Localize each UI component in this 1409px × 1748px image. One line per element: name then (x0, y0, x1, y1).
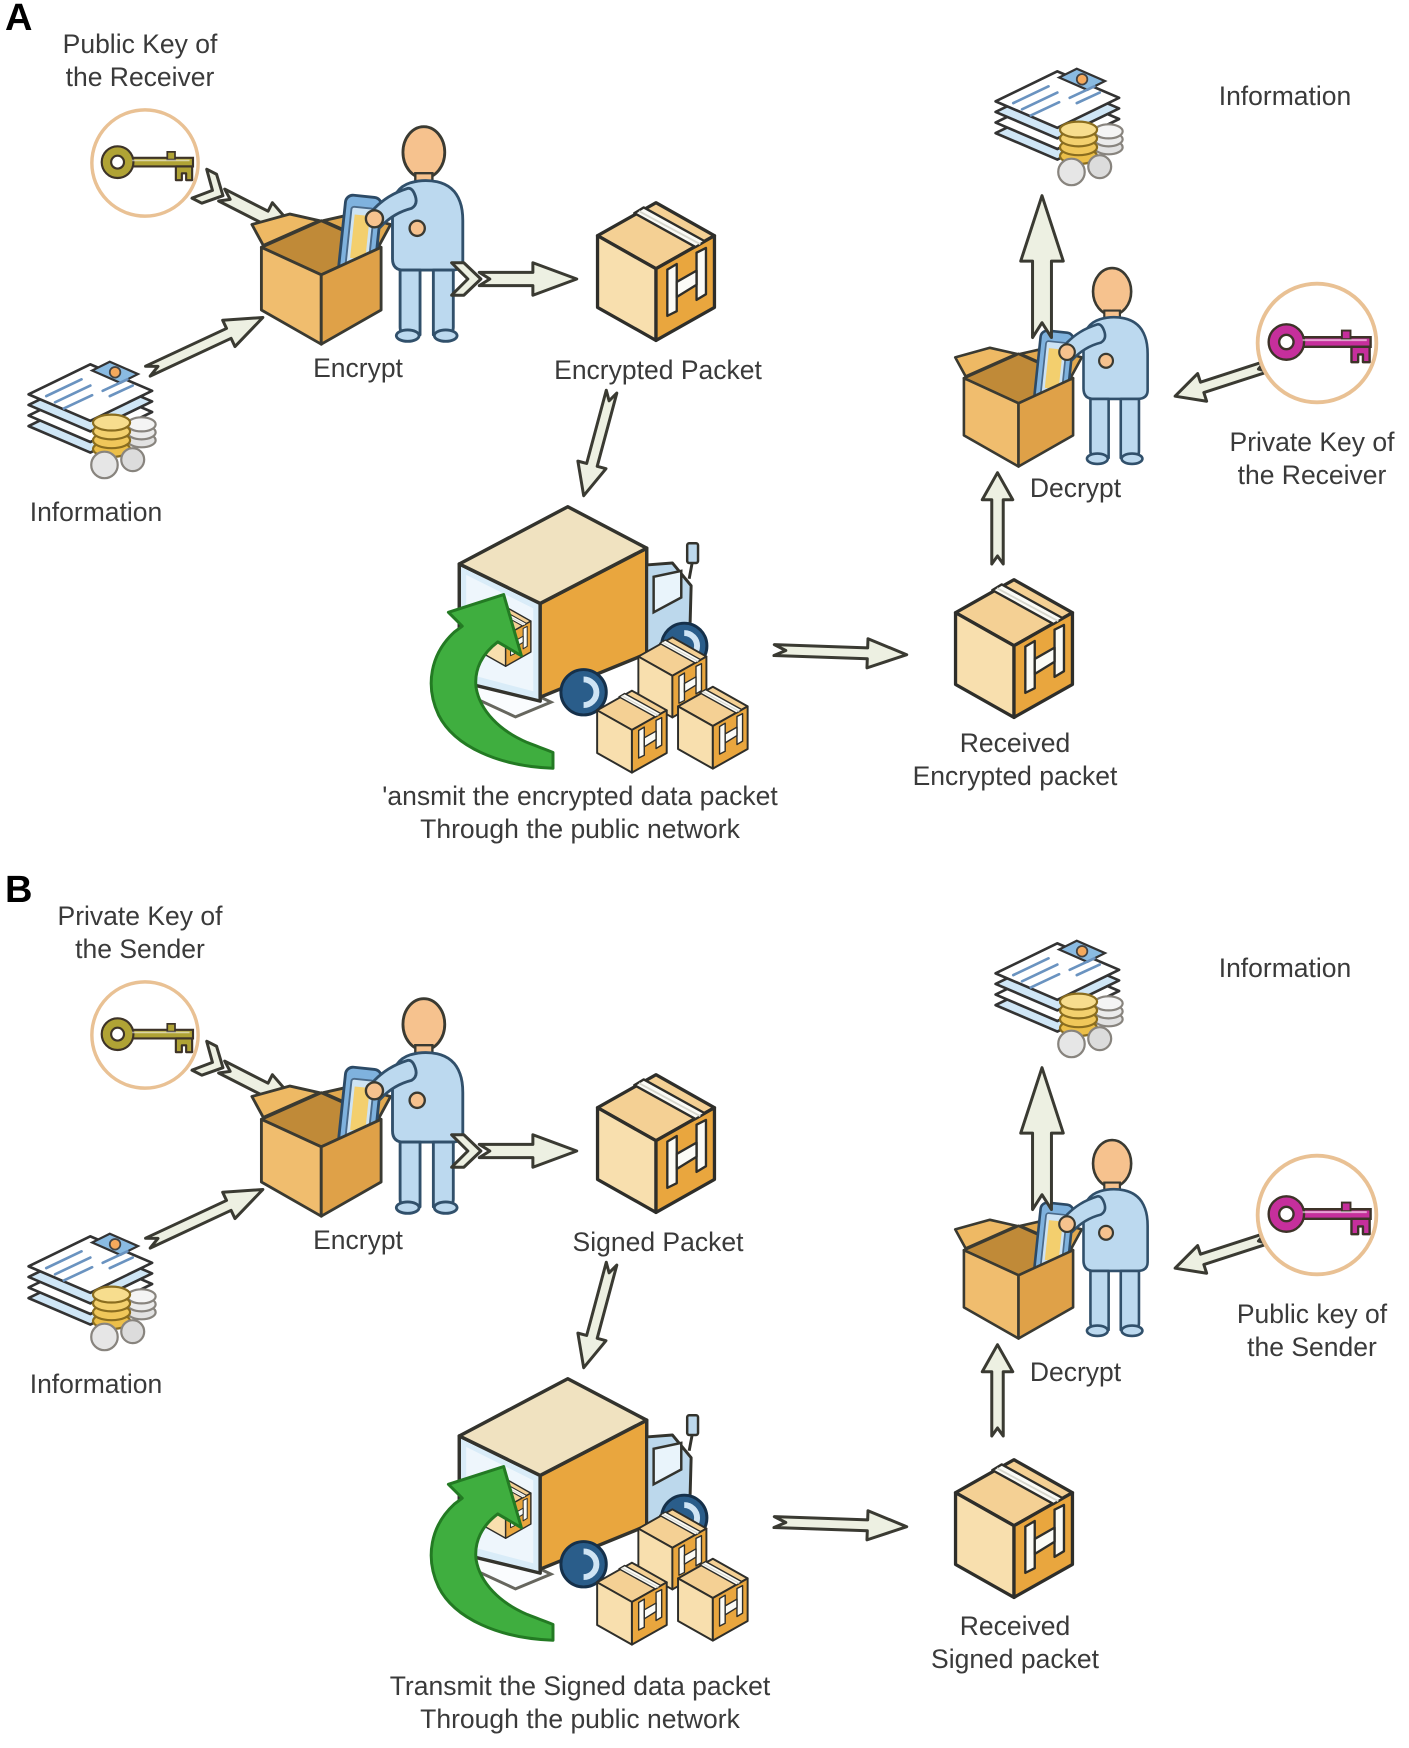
information-output-label: Information (1218, 81, 1352, 111)
transport-truck-icon (405, 1360, 775, 1656)
destination-key-icon (1250, 1148, 1384, 1282)
transmit-label-line1: Transmit the Signed data packet (389, 1671, 771, 1701)
arrow-encrypt-to-packet-icon (450, 258, 580, 300)
source-key-label-line2: the Sender (75, 934, 205, 964)
decrypt-label: Decrypt (1029, 1357, 1122, 1387)
arrow-packet-to-truck-icon (564, 1257, 632, 1376)
arrow-truck-to-received-icon (771, 1502, 910, 1547)
information-input-label: Information (29, 1369, 163, 1399)
information-output-icon (985, 917, 1135, 1065)
received-label-line2: Signed packet (931, 1644, 1099, 1674)
panel-letter: A (5, 0, 33, 39)
transmit-label-line2: Through the public network (420, 1704, 740, 1734)
decrypt-label: Decrypt (1029, 473, 1122, 503)
destination-key-label-line2: the Receiver (1237, 460, 1387, 490)
arrow-decrypt-to-information-icon (1016, 192, 1068, 340)
destination-key-label-line2: the Sender (1247, 1332, 1377, 1362)
destination-key-label-line1: Private Key of (1229, 427, 1395, 457)
encrypted-packet-icon (590, 197, 722, 348)
arrow-decrypt-to-information-icon (1016, 1064, 1068, 1212)
encrypt-label: Encrypt (313, 353, 403, 383)
encrypt-label: Encrypt (313, 1225, 403, 1255)
source-key-label-line1: Private Key of (57, 901, 223, 931)
panel-letter: B (5, 869, 33, 911)
received-packet-icon (948, 574, 1080, 725)
received-label-line2: Encrypted packet (912, 761, 1118, 791)
received-label-line1: Received (959, 1611, 1071, 1641)
information-output-label: Information (1218, 953, 1352, 983)
transmit-label-line2: Through the public network (420, 814, 740, 844)
source-key-label-line1: Public Key of (62, 29, 218, 59)
arrow-encrypt-to-packet-icon (450, 1130, 580, 1172)
packet-label: Encrypted Packet (554, 355, 762, 385)
encrypt-scene-icon (250, 118, 478, 350)
packet-label: Signed Packet (572, 1227, 744, 1257)
received-label-line1: Received (959, 728, 1071, 758)
arrow-packet-to-truck-icon (564, 385, 632, 504)
arrow-truck-to-received-icon (771, 630, 910, 675)
destination-key-icon (1250, 276, 1384, 410)
source-key-icon (85, 975, 205, 1095)
signed-packet-icon (590, 1069, 722, 1220)
source-key-icon (85, 103, 205, 223)
encrypt-scene-icon (250, 990, 478, 1222)
information-output-icon (985, 45, 1135, 193)
transport-truck-icon (405, 488, 775, 784)
information-input-label: Information (29, 497, 163, 527)
destination-key-label-line1: Public key of (1236, 1299, 1388, 1329)
transmit-label-line1: 'ansmit the encrypted data packet (382, 781, 778, 811)
source-key-label-line2: the Receiver (65, 62, 215, 92)
received-packet-icon (948, 1454, 1080, 1605)
